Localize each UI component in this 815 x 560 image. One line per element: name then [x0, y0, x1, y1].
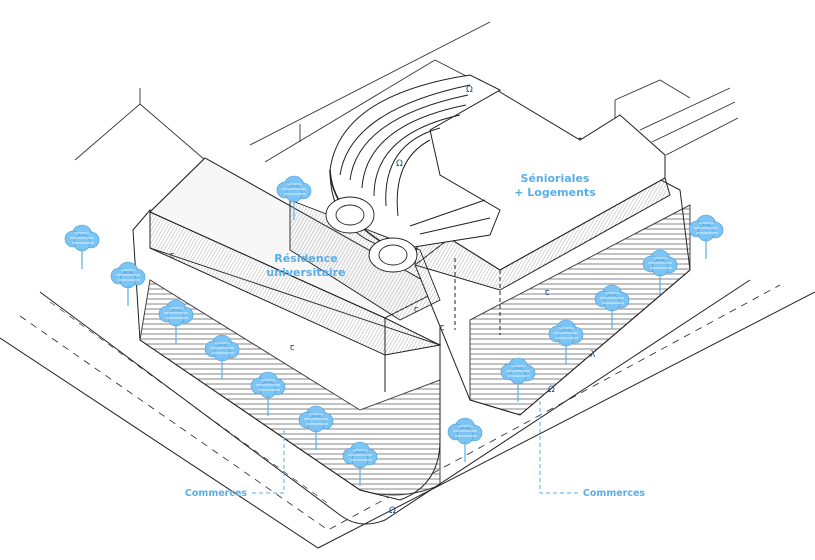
pedestrian-icon: ꞇ — [414, 305, 419, 315]
tree-icon — [688, 214, 724, 260]
pedestrian-icon: ꞇ — [170, 251, 175, 261]
pedestrian-icon: ꞇ — [290, 343, 295, 353]
courtyard — [289, 196, 441, 321]
labels: Résidence universitaire Sénioriales + Lo… — [185, 172, 645, 499]
commerces-right-label: Commerces — [583, 488, 645, 499]
markers: ꞇ ꞇ ꞇ ꞇ ꞇ λ Ω Ω Ω Ω — [170, 85, 596, 516]
residence-label-line2: universitaire — [266, 266, 345, 279]
terraced-building — [329, 74, 502, 251]
tree-icon — [447, 417, 483, 463]
pedestrian-icon: ꞇ — [440, 323, 445, 333]
seniors-label-line1: Sénioriales — [521, 172, 590, 185]
entrance-icon: Ω — [548, 385, 555, 395]
residence-wing — [132, 157, 442, 501]
entrance-icon: Ω — [466, 85, 473, 95]
pedestrian-icon: ꞇ — [545, 288, 550, 298]
tree-icon — [64, 224, 100, 270]
streets — [0, 279, 815, 549]
commerces-left-label: Commerces — [185, 488, 247, 499]
entrance-icon: Ω — [396, 159, 403, 169]
context-buildings — [74, 21, 739, 163]
residence-label-line1: Résidence — [274, 252, 337, 265]
entrance-icon: Ω — [389, 506, 396, 516]
callouts — [252, 400, 578, 494]
pedestrian-icon: λ — [590, 350, 596, 360]
seniors-label-line2: + Logements — [514, 186, 596, 199]
seniors-wing — [414, 79, 691, 416]
